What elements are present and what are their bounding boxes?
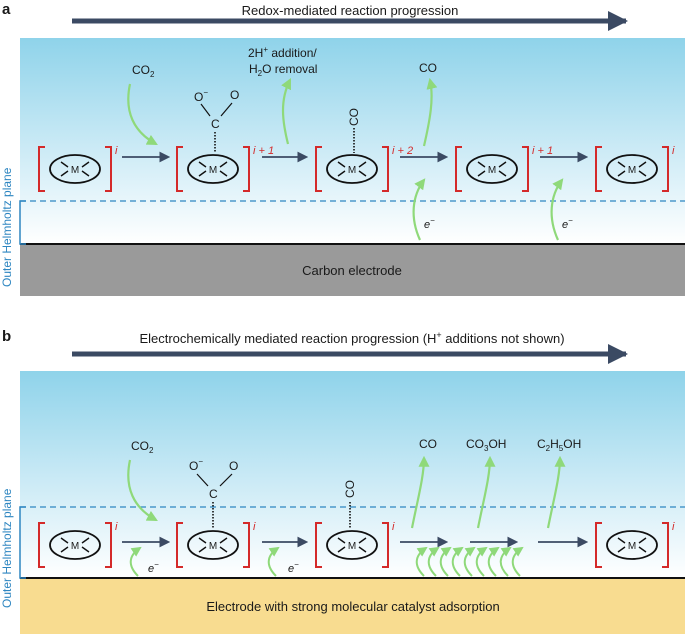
catalyst-b-2: M i	[176, 521, 256, 568]
electrode-label-b: Electrode with strong molecular catalyst…	[206, 599, 499, 614]
macrocycle-icon	[326, 154, 378, 184]
electrode-a	[20, 244, 685, 296]
co-product-label-a: CO	[419, 61, 437, 75]
oxidation-label: i	[115, 145, 118, 157]
oxidation-label: i	[253, 521, 256, 533]
electron-transfer-arrow	[427, 546, 440, 577]
macrocycle-icon	[606, 154, 658, 184]
catalyst-a-2: M i + 1	[176, 145, 274, 192]
metal-label: M	[209, 541, 217, 552]
ohp-bracket-b	[19, 506, 26, 579]
metal-label: M	[209, 165, 217, 176]
co-release-arrow	[410, 455, 430, 529]
panel-a-label: a	[2, 1, 11, 18]
co-ligand-label: CO	[343, 480, 357, 498]
electron-label: e−	[562, 216, 573, 231]
co-release-arrow	[422, 77, 438, 147]
electron-transfer-arrow	[267, 546, 280, 577]
co-product-label-b: CO	[419, 437, 437, 451]
panel-b: b Electrochemically mediated reaction pr…	[0, 328, 685, 634]
carboxylate-ligand-b: O− O C	[189, 457, 238, 528]
oxidation-label: i + 1	[532, 145, 553, 157]
electron-transfer-arrow	[439, 546, 452, 577]
c-label: C	[211, 117, 220, 131]
catalyst-b-4: M i	[595, 521, 675, 568]
catalyst-a-1: M i	[38, 145, 118, 192]
metal-label: M	[71, 165, 79, 176]
electron-transfer-arrow	[511, 546, 524, 577]
co2-uptake-arrow	[127, 459, 158, 522]
electron-label: e−	[288, 560, 299, 575]
metal-label: M	[71, 541, 79, 552]
electron-transfer-arrow	[475, 546, 488, 577]
co2-label-b: CO2	[131, 439, 154, 455]
metal-label: M	[348, 541, 356, 552]
o-minus-label: O−	[194, 88, 208, 104]
electrode-b	[20, 578, 685, 634]
carbonyl-ligand-a: CO	[347, 108, 361, 153]
panel-a: a Redox-mediated reaction progression Ca…	[0, 1, 685, 296]
o-label: O	[230, 88, 239, 102]
catalyst-b-1: M i	[38, 521, 118, 568]
electrode-label-a: Carbon electrode	[302, 263, 402, 278]
metal-label: M	[488, 165, 496, 176]
oxidation-label: i + 2	[392, 145, 413, 157]
electron-transfer-arrow	[487, 546, 500, 577]
electron-transfer-arrow	[499, 546, 512, 577]
electron-label: e−	[424, 216, 435, 231]
o-label: O	[229, 459, 238, 473]
oxidation-label: i	[672, 145, 675, 157]
proton-addition-label: 2H+ addition/	[248, 45, 317, 60]
solution-b	[20, 371, 685, 578]
o-minus-label: O−	[189, 457, 203, 473]
water-removal-label: H2O removal	[249, 62, 317, 78]
carbonyl-ligand-b: CO	[343, 480, 357, 528]
multi-electron-arrows	[415, 546, 524, 577]
progress-title-b: Electrochemically mediated reaction prog…	[139, 330, 564, 346]
electron-transfer-arrow	[463, 546, 476, 577]
co2-label-a: CO2	[132, 63, 155, 79]
co2-uptake-arrow	[127, 83, 158, 146]
ohp-label-a: Outer Helmholtz plane	[0, 167, 14, 287]
solution-a	[20, 38, 685, 244]
catalyst-a-5: M i	[595, 145, 675, 192]
oxidation-label: i	[115, 521, 118, 533]
macrocycle-icon	[49, 530, 101, 560]
ethanol-product-label: C2H5OH	[537, 437, 581, 453]
macrocycle-icon	[606, 530, 658, 560]
catalyst-a-4: M i + 1	[455, 145, 553, 192]
co3oh-product-label: CO3OH	[466, 437, 506, 453]
ohp-label-b: Outer Helmholtz plane	[0, 488, 14, 608]
catalyst-a-3: M i + 2	[315, 145, 413, 192]
macrocycle-icon	[187, 530, 239, 560]
co-ligand-label: CO	[347, 108, 361, 126]
oxidation-label: i	[672, 521, 675, 533]
water-release-arrow	[281, 78, 291, 145]
electron-label: e−	[148, 560, 159, 575]
ethanol-release-arrow	[546, 455, 566, 529]
c-label: C	[209, 487, 218, 501]
metal-label: M	[348, 165, 356, 176]
oxidation-label: i	[392, 521, 395, 533]
carboxylate-ligand-a: O− O C	[194, 88, 239, 153]
panel-b-label: b	[2, 328, 11, 345]
progress-title-a: Redox-mediated reaction progression	[242, 3, 459, 18]
macrocycle-icon	[187, 154, 239, 184]
electron-transfer-arrow	[415, 546, 428, 577]
catalyst-b-3: M i	[315, 521, 395, 568]
ohp-bracket-a	[19, 200, 26, 245]
metal-label: M	[628, 165, 636, 176]
oxidation-label: i + 1	[253, 145, 274, 157]
electron-transfer-arrow	[451, 546, 464, 577]
electron-transfer-arrow	[129, 546, 142, 577]
co3oh-release-arrow	[476, 455, 496, 529]
macrocycle-icon	[466, 154, 518, 184]
electron-transfer-arrow	[550, 178, 564, 241]
metal-label: M	[628, 541, 636, 552]
electron-transfer-arrow	[412, 178, 426, 241]
macrocycle-icon	[49, 154, 101, 184]
macrocycle-icon	[326, 530, 378, 560]
